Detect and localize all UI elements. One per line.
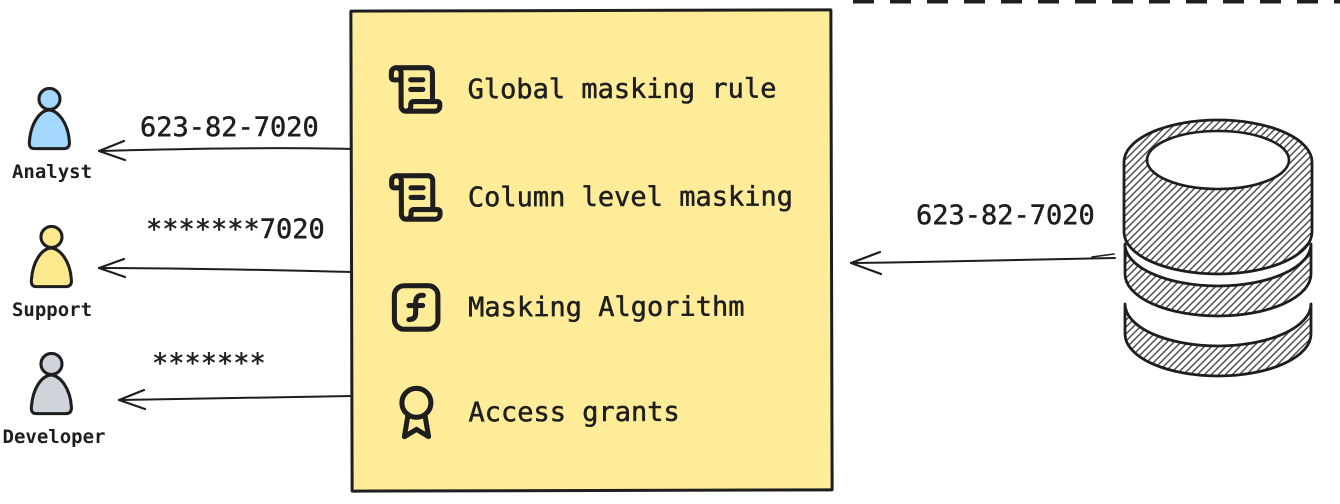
- arrow-database-to-box: [849, 250, 1116, 276]
- developer-value: *******: [152, 348, 266, 380]
- rule-row-masking-algorithm: Masking Algorithm: [387, 278, 745, 337]
- rule-label: Global masking rule: [467, 73, 777, 105]
- person-icon: [29, 224, 73, 289]
- developer-user-icon: [26, 351, 76, 417]
- dashed-line-top-right: [853, 0, 1340, 4]
- rule-label: Access grants: [468, 396, 680, 428]
- arrow-to-support: [97, 257, 352, 279]
- scroll-text-icon: [387, 168, 445, 226]
- rule-row-global-masking: Global masking rule: [387, 60, 777, 119]
- analyst-label: Analyst: [11, 161, 93, 183]
- award-ribbon-icon: [387, 383, 445, 441]
- function-square-icon: [387, 278, 445, 336]
- support-value: *******7020: [146, 214, 325, 246]
- scroll-text-icon: [387, 60, 445, 118]
- support-user-icon: [26, 224, 76, 290]
- rule-row-column-masking: Column level masking: [387, 167, 793, 226]
- person-icon: [27, 86, 71, 151]
- person-icon: [29, 351, 73, 416]
- rule-label: Masking Algorithm: [468, 291, 745, 323]
- database-output-value: 623-82-7020: [916, 200, 1095, 232]
- analyst-value: 623-82-7020: [140, 112, 319, 144]
- support-label: Support: [11, 299, 93, 321]
- rule-label: Column level masking: [467, 180, 794, 213]
- rule-row-access-grants: Access grants: [387, 383, 680, 442]
- database-cylinder-icon: [1122, 118, 1314, 378]
- arrow-to-analyst: [97, 139, 352, 162]
- developer-label: Developer: [2, 426, 106, 448]
- arrow-to-developer: [117, 388, 352, 411]
- analyst-user-icon: [24, 86, 74, 152]
- masking-rules-box: Global masking rule Column level masking: [349, 8, 834, 493]
